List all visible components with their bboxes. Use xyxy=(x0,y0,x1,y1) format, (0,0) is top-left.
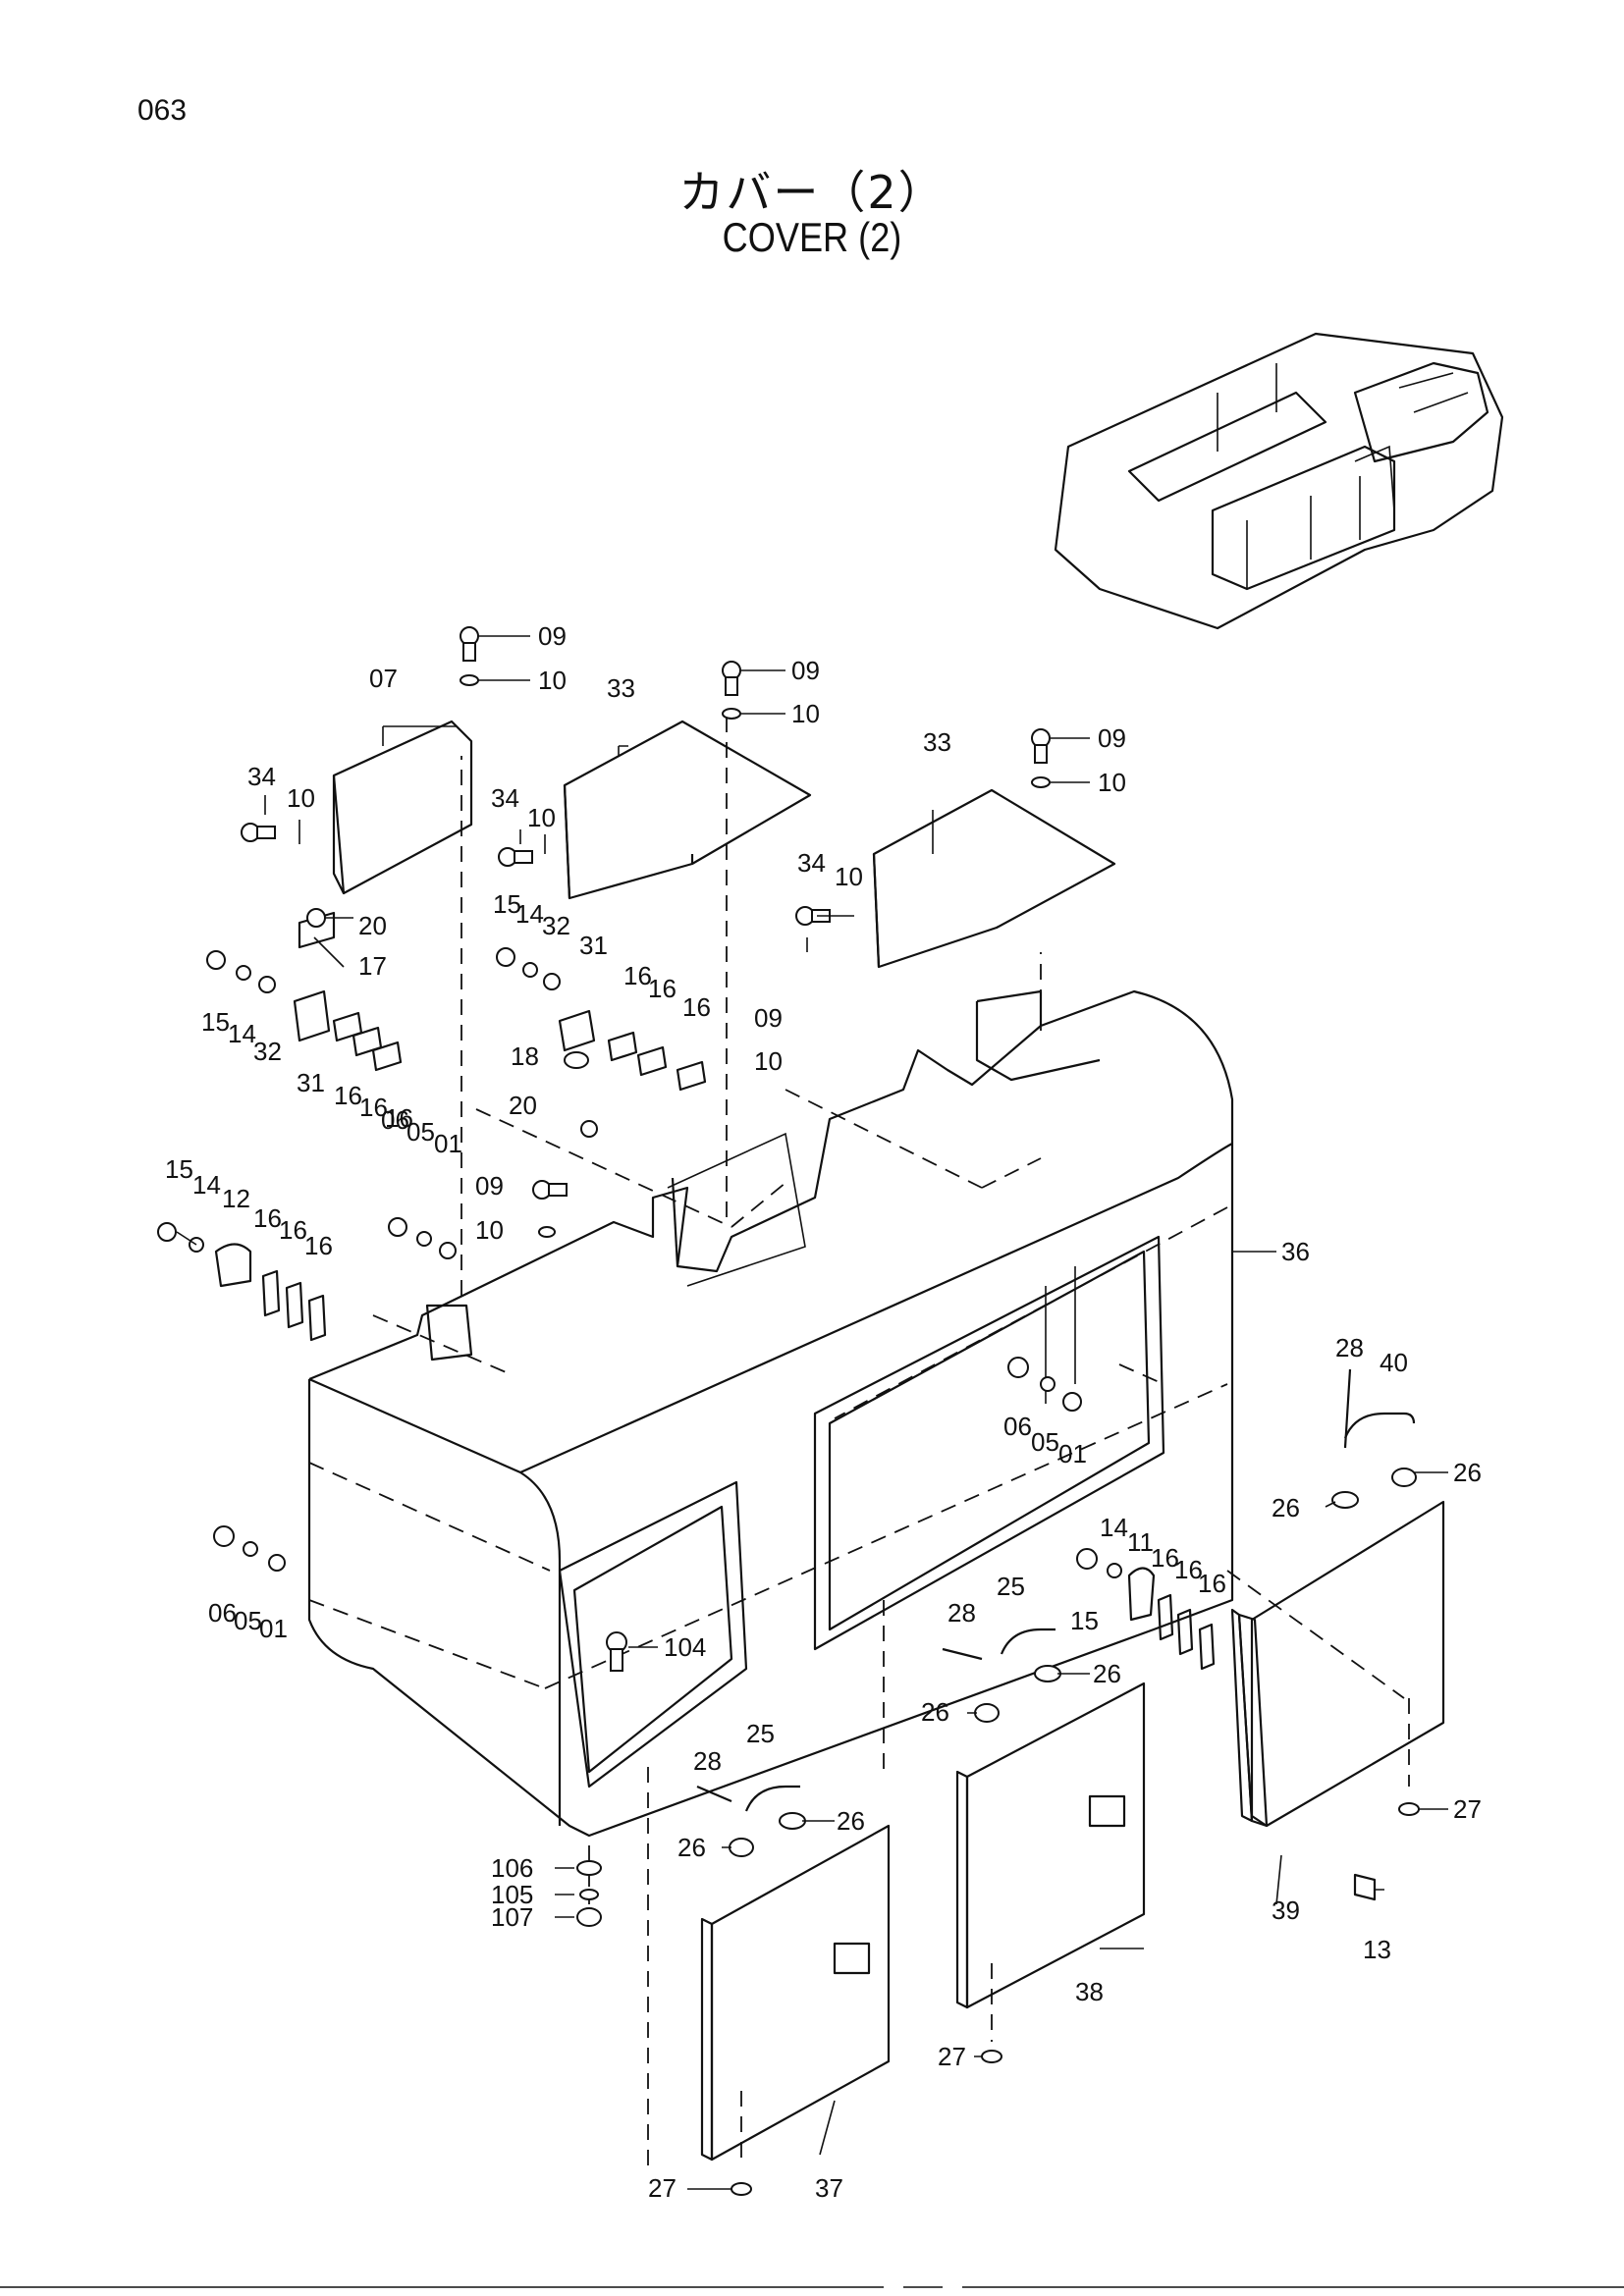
callout-leaders xyxy=(176,635,1448,2190)
callout-label: 16 xyxy=(279,1215,307,1245)
callout-label: 20 xyxy=(358,911,387,940)
callout-label: 26 xyxy=(1272,1493,1300,1522)
callout-label: 10 xyxy=(287,783,315,813)
callout-label: 15 xyxy=(1070,1606,1099,1635)
callout-label: 09 xyxy=(475,1171,504,1201)
page-title-english: COVER (2) xyxy=(722,214,902,260)
callout-label: 26 xyxy=(921,1697,949,1727)
callout-label: 16 xyxy=(304,1231,333,1260)
callout-label: 37 xyxy=(815,2173,843,2203)
callout-label: 14 xyxy=(228,1019,256,1048)
callout-label: 10 xyxy=(538,666,567,695)
callout-label: 26 xyxy=(1453,1458,1482,1487)
access-doors xyxy=(700,1500,1445,2162)
callout-label: 09 xyxy=(1098,723,1126,753)
callout-label: 11 xyxy=(1127,1527,1154,1557)
callout-label: 06 xyxy=(381,1105,409,1135)
callout-label: 17 xyxy=(358,951,387,981)
callout-label: 39 xyxy=(1272,1896,1300,1925)
handles-and-grommets xyxy=(696,1368,1420,2196)
callout-label: 16 xyxy=(648,974,677,1003)
callout-label: 27 xyxy=(938,2042,966,2071)
callout-label: 32 xyxy=(542,911,570,940)
callout-label: 14 xyxy=(515,899,544,929)
callout-label: 28 xyxy=(1335,1333,1364,1362)
callout-label: 09 xyxy=(538,621,567,651)
callout-label: 15 xyxy=(493,889,521,919)
assembly-guide-lines xyxy=(308,707,1410,2169)
callout-label: 38 xyxy=(1075,1977,1104,2006)
callout-label: 16 xyxy=(623,961,652,990)
callout-label: 104 xyxy=(664,1632,706,1662)
callout-label: 33 xyxy=(607,673,635,703)
callout-label: 06 xyxy=(208,1598,237,1628)
callout-label: 05 xyxy=(1031,1427,1059,1457)
page-title-japanese: カバー（2） xyxy=(678,166,946,219)
callout-label: 25 xyxy=(746,1719,775,1748)
callout-label: 16 xyxy=(334,1081,362,1110)
callout-label: 40 xyxy=(1380,1348,1408,1377)
callout-label: 01 xyxy=(434,1129,462,1158)
callout-label: 07 xyxy=(369,664,398,693)
callout-label: 16 xyxy=(1151,1543,1179,1573)
callout-label: 106 xyxy=(491,1853,533,1883)
top-cover-plates xyxy=(332,720,1116,969)
callout-label: 10 xyxy=(754,1046,783,1076)
main-cover-body xyxy=(307,989,1234,1838)
callout-label: 27 xyxy=(1453,1794,1482,1824)
callout-label: 15 xyxy=(201,1007,230,1037)
callout-label: 28 xyxy=(693,1746,722,1776)
callout-label: 10 xyxy=(475,1215,504,1245)
callout-label: 26 xyxy=(837,1806,865,1836)
callout-label: 06 xyxy=(1003,1412,1032,1441)
callout-label: 16 xyxy=(253,1203,282,1233)
callout-label: 26 xyxy=(677,1833,706,1862)
callout-label: 31 xyxy=(579,931,608,960)
callout-label: 10 xyxy=(1098,768,1126,797)
callout-label: 34 xyxy=(491,783,519,813)
callout-label: 16 xyxy=(682,992,711,1022)
callout-label: 10 xyxy=(835,862,863,891)
callout-label: 107 xyxy=(491,1902,533,1932)
callout-label: 31 xyxy=(297,1068,325,1097)
callout-label: 16 xyxy=(1198,1569,1226,1598)
callout-label: 13 xyxy=(1363,1935,1391,1964)
callout-label: 36 xyxy=(1281,1237,1310,1266)
callout-label: 14 xyxy=(1100,1513,1128,1542)
callout-label: 26 xyxy=(1093,1659,1121,1688)
callout-label: 28 xyxy=(947,1598,976,1628)
callout-label: 05 xyxy=(406,1117,435,1147)
callout-label: 16 xyxy=(1174,1555,1203,1584)
callout-label: 14 xyxy=(192,1170,221,1200)
callout-label: 32 xyxy=(253,1037,282,1066)
callout-label: 10 xyxy=(527,803,556,832)
callout-label: 05 xyxy=(234,1606,262,1635)
callout-labels: 09 10 07 33 09 10 33 09 10 34 10 34 10 3… xyxy=(165,621,1482,2203)
callout-label: 01 xyxy=(1058,1439,1087,1468)
callout-label: 27 xyxy=(648,2173,677,2203)
callout-label: 15 xyxy=(165,1154,193,1184)
callout-label: 09 xyxy=(791,656,820,685)
hardware-symbols xyxy=(157,626,1216,1927)
callout-label: 16 xyxy=(359,1093,388,1122)
machine-overview-illustration xyxy=(1054,332,1504,630)
callout-label: 105 xyxy=(491,1880,533,1909)
callout-label: 34 xyxy=(797,848,826,878)
callout-label: 10 xyxy=(791,699,820,728)
callout-label: 09 xyxy=(754,1003,783,1033)
callout-label: 34 xyxy=(247,762,276,791)
callout-label: 20 xyxy=(509,1091,537,1120)
callout-label: 33 xyxy=(923,727,951,757)
callout-label: 12 xyxy=(222,1184,250,1213)
callout-label: 16 xyxy=(385,1103,413,1133)
page-number: 063 xyxy=(137,94,188,127)
callout-label: 25 xyxy=(997,1572,1025,1601)
callout-label: 01 xyxy=(259,1614,288,1643)
callout-label: 18 xyxy=(511,1041,539,1071)
